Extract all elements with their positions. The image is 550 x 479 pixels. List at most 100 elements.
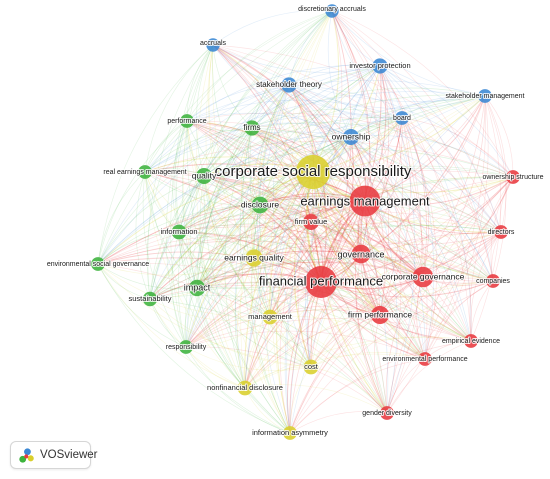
vosviewer-badge[interactable]: VOSviewer	[10, 441, 98, 469]
label-environmental-performance[interactable]: environmental performance	[381, 355, 468, 364]
link	[178, 231, 388, 414]
label-ownership[interactable]: ownership	[331, 130, 372, 142]
label-responsibility[interactable]: responsibility	[165, 343, 208, 352]
label-gender-diversity[interactable]: gender diversity	[361, 409, 413, 418]
label-information[interactable]: information	[159, 226, 198, 237]
node-stakeholder-theory[interactable]	[281, 77, 297, 93]
label-governance[interactable]: governance	[336, 248, 385, 260]
node-stakeholder-management[interactable]	[478, 89, 492, 103]
label-earnings-quality[interactable]: earnings quality	[223, 251, 285, 263]
node-empirical-evidence[interactable]	[464, 334, 478, 348]
link	[288, 84, 352, 138]
link	[250, 84, 290, 259]
link	[251, 127, 366, 202]
label-environmental-social-governance[interactable]: environmental social governance	[46, 260, 150, 269]
node-directors[interactable]	[494, 225, 508, 239]
label-earnings-management[interactable]: earnings management	[299, 192, 431, 209]
node-environmental-social-governance[interactable]	[91, 257, 105, 271]
link	[203, 175, 312, 223]
link	[364, 200, 426, 360]
label-corporate-governance[interactable]: corporate governance	[381, 270, 466, 282]
node-information[interactable]	[171, 224, 187, 240]
node-impact[interactable]	[188, 279, 206, 297]
label-ownership-structure[interactable]: ownership structure	[481, 173, 544, 182]
label-board[interactable]: board	[392, 114, 412, 123]
link	[186, 99, 403, 122]
node-quality[interactable]	[196, 168, 212, 184]
node-firm-value[interactable]	[303, 214, 319, 230]
node-disclosure[interactable]	[251, 196, 269, 214]
link	[205, 44, 291, 434]
link	[259, 194, 502, 233]
link	[259, 204, 424, 278]
label-firms[interactable]: firms	[242, 122, 261, 133]
link	[149, 261, 424, 300]
node-earnings-quality[interactable]	[245, 249, 263, 267]
label-impact[interactable]: impact	[183, 281, 212, 293]
label-corporate-social-responsibility[interactable]: corporate social responsibility	[214, 162, 413, 181]
link	[212, 44, 426, 360]
link	[379, 117, 411, 316]
node-firm-performance[interactable]	[370, 305, 390, 325]
node-corporate-governance[interactable]	[412, 266, 434, 288]
link	[312, 171, 388, 414]
label-performance[interactable]: performance	[166, 117, 207, 126]
label-real-earnings-management[interactable]: real earnings management	[102, 168, 187, 177]
label-companies[interactable]: companies	[475, 277, 511, 286]
node-management[interactable]	[262, 309, 278, 325]
node-earnings-management[interactable]	[349, 185, 381, 217]
node-responsibility[interactable]	[179, 340, 193, 354]
node-discretionary-accruals[interactable]	[325, 4, 339, 18]
node-board[interactable]	[395, 111, 409, 125]
link	[97, 263, 291, 434]
label-stakeholder-management[interactable]: stakeholder management	[445, 92, 526, 101]
node-nonfinancial-disclosure[interactable]	[237, 380, 253, 396]
label-investor-protection[interactable]: investor protection	[348, 60, 411, 71]
node-gender-diversity[interactable]	[380, 406, 394, 420]
label-financial-performance[interactable]: financial performance	[258, 272, 384, 289]
node-environmental-performance[interactable]	[418, 352, 432, 366]
node-ownership[interactable]	[343, 129, 359, 145]
node-accruals[interactable]	[206, 38, 220, 52]
link	[253, 257, 388, 414]
label-firm-value[interactable]: firm value	[294, 216, 329, 227]
link	[97, 44, 214, 265]
label-cost[interactable]: cost	[303, 361, 320, 372]
link	[331, 10, 514, 178]
link	[178, 204, 261, 233]
label-sustainability[interactable]: sustainability	[128, 293, 173, 304]
link	[253, 250, 424, 278]
link	[97, 175, 205, 265]
label-accruals[interactable]: accruals	[199, 39, 228, 48]
label-disclosure[interactable]: disclosure	[240, 198, 281, 210]
label-empirical-evidence[interactable]: empirical evidence	[441, 337, 501, 346]
label-stakeholder-theory[interactable]: stakeholder theory	[255, 79, 323, 90]
node-financial-performance[interactable]	[305, 266, 337, 298]
node-cost[interactable]	[303, 359, 319, 375]
label-management[interactable]: management	[247, 311, 294, 322]
label-firm-performance[interactable]: firm performance	[347, 308, 414, 320]
link	[356, 253, 388, 414]
node-sustainability[interactable]	[142, 291, 158, 307]
node-information-asymmetry[interactable]	[283, 426, 297, 440]
label-directors[interactable]: directors	[487, 228, 516, 237]
node-firms[interactable]	[244, 120, 260, 136]
node-ownership-structure[interactable]	[506, 170, 520, 184]
link	[208, 44, 271, 318]
link	[97, 204, 261, 265]
label-discretionary-accruals[interactable]: discretionary accruals	[297, 5, 367, 14]
node-real-earnings-management[interactable]	[138, 165, 152, 179]
link	[244, 171, 314, 389]
link	[350, 136, 426, 360]
node-performance[interactable]	[180, 114, 194, 128]
label-nonfinancial-disclosure[interactable]: nonfinancial disclosure	[206, 382, 284, 393]
link	[279, 221, 312, 434]
node-corporate-social-responsibility[interactable]	[295, 154, 331, 190]
label-information-asymmetry[interactable]: information asymmetry	[251, 427, 329, 438]
label-quality[interactable]: quality	[191, 169, 218, 181]
node-investor-protection[interactable]	[372, 58, 388, 74]
node-governance[interactable]	[351, 244, 371, 264]
link	[144, 141, 514, 178]
node-companies[interactable]	[486, 274, 500, 288]
